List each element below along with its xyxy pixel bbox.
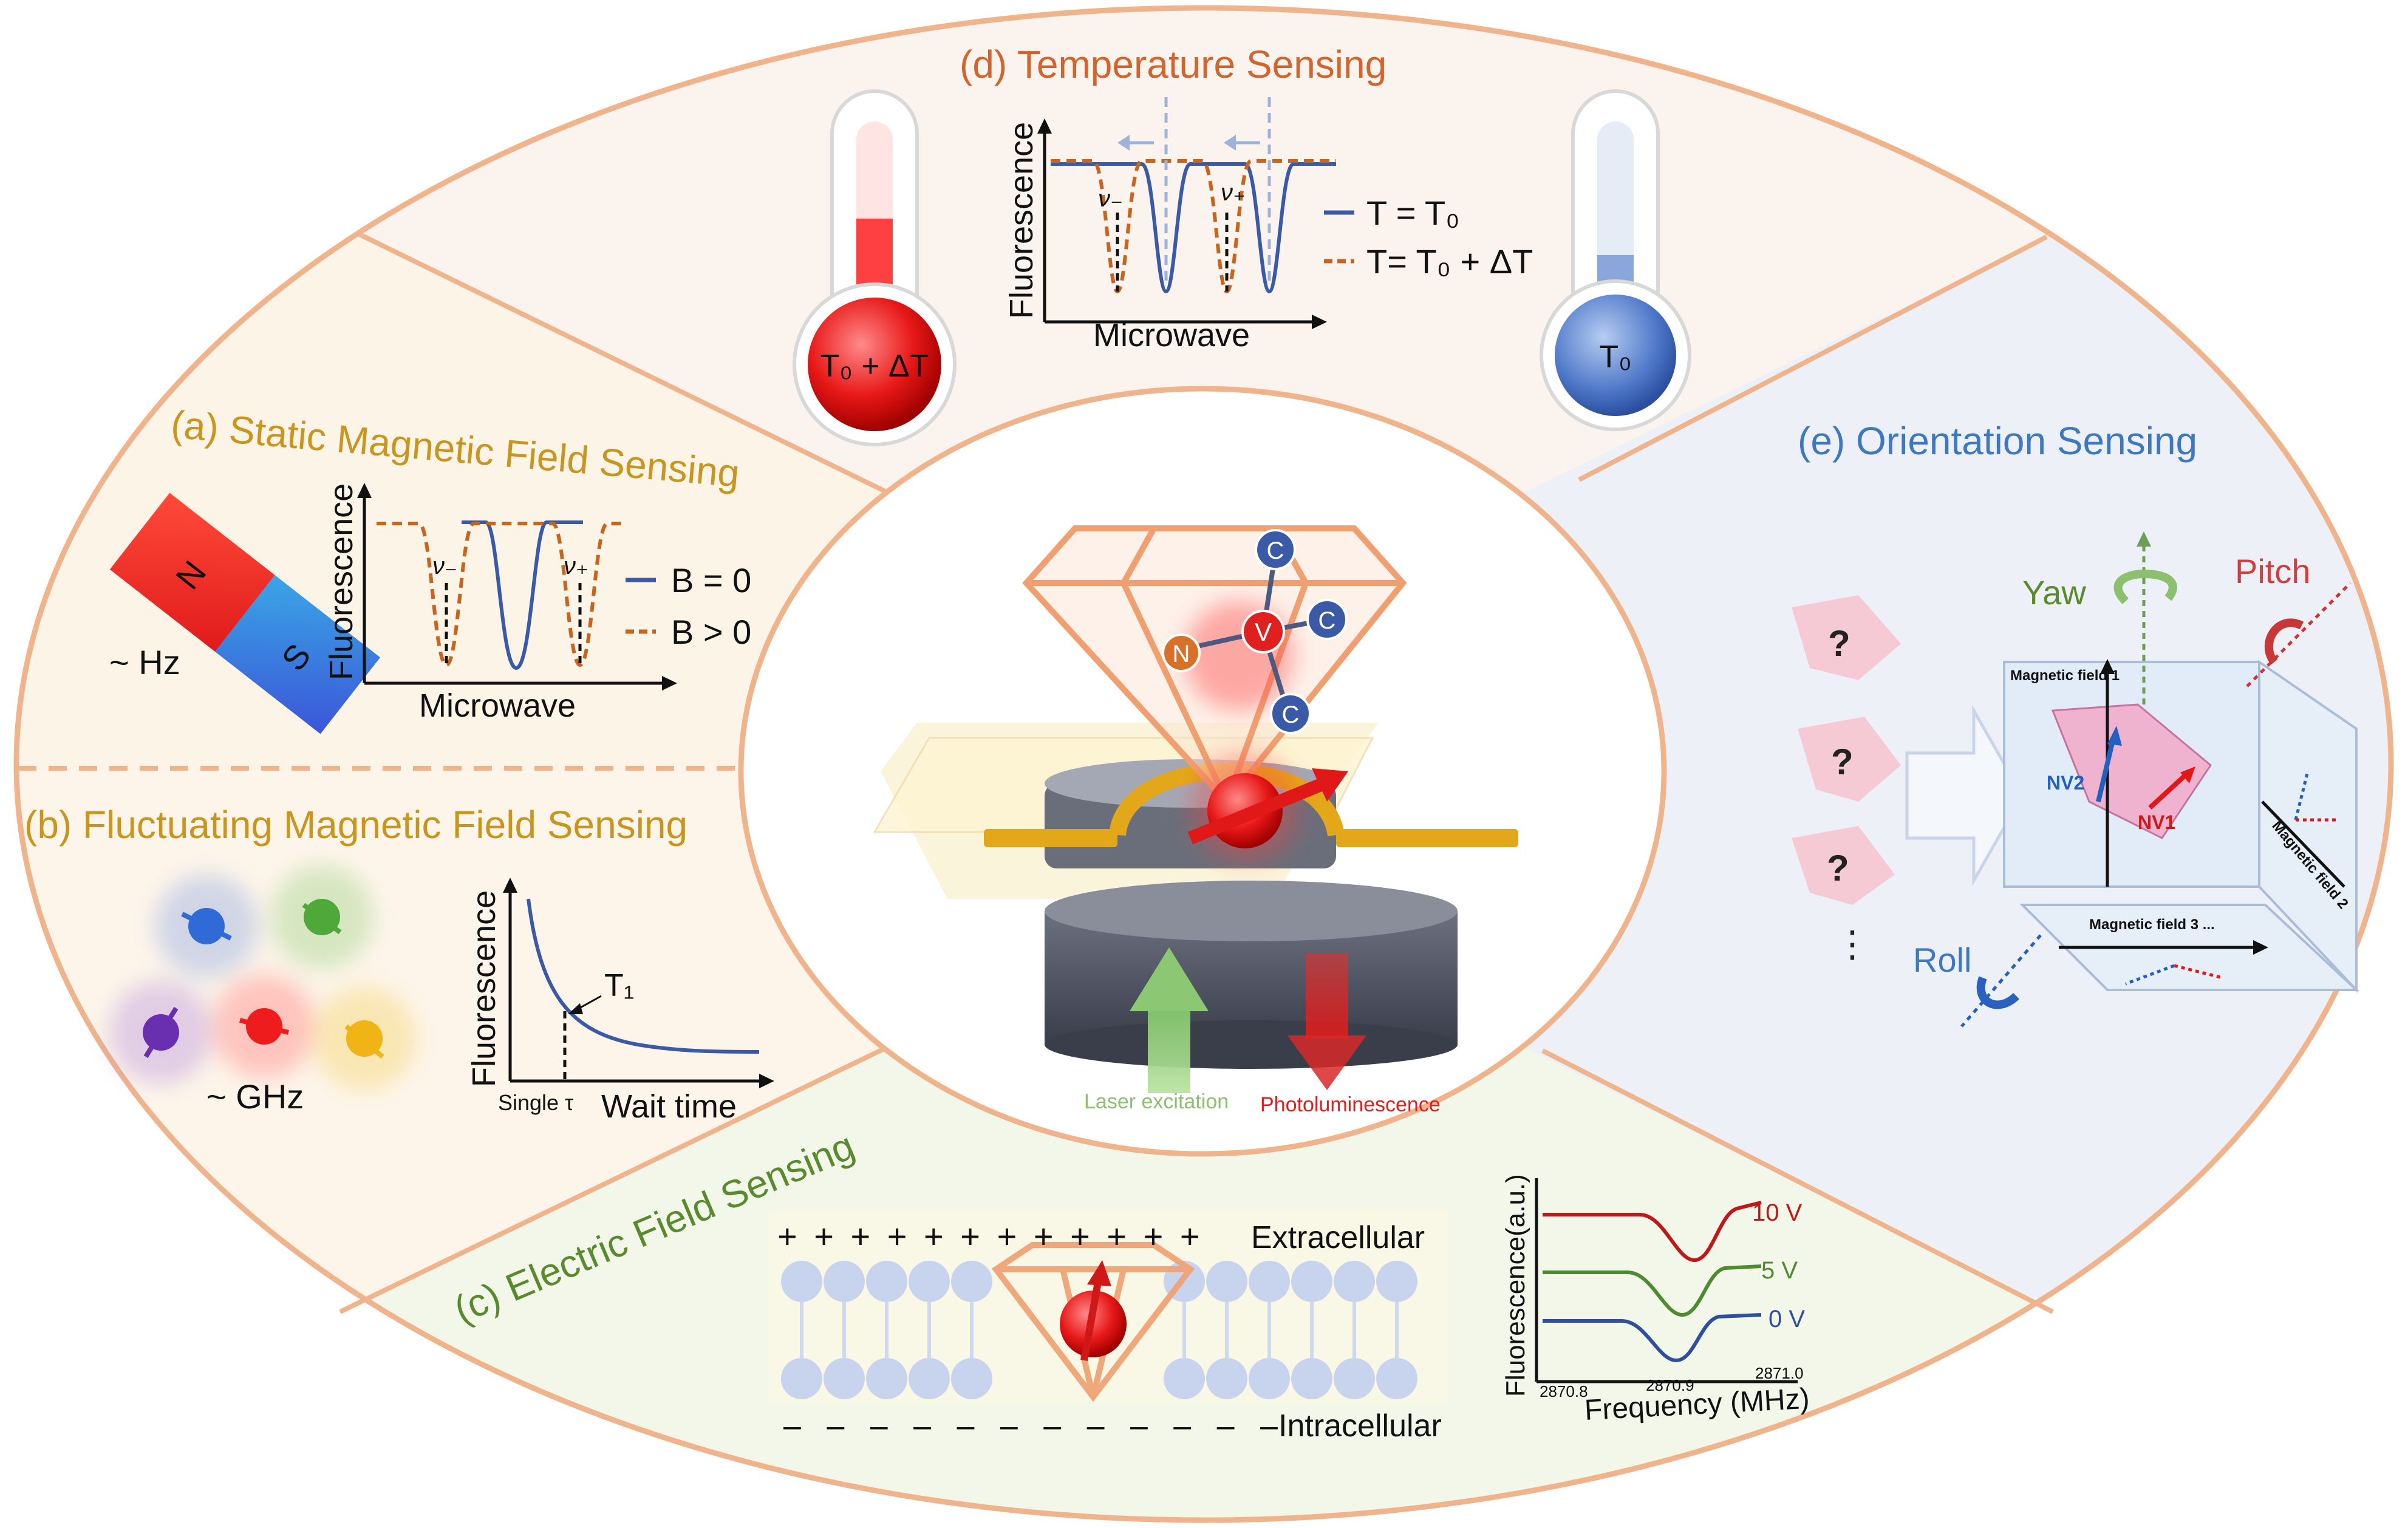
panel-b-freq: ~ GHz xyxy=(206,1077,304,1116)
atom-n-icon xyxy=(1162,633,1201,672)
chart-d-legend-solid: T = T₀ xyxy=(1366,194,1459,232)
panel-a-freq: ~ Hz xyxy=(109,643,180,681)
pitch-label: Pitch xyxy=(2235,552,2311,590)
chart-a-nu-minus: ν₋ xyxy=(432,553,457,579)
unknown-diamond-icon xyxy=(1792,826,1895,905)
panel-dividers xyxy=(18,231,2054,1314)
cold-thermometer-icon: T₀ xyxy=(1540,89,1691,431)
chart-b-t1: T₁ xyxy=(604,968,634,1003)
outer-ellipse xyxy=(13,5,2394,1523)
cell-membrane-illustration: + + + + + + + + + + + + Extracellular – … xyxy=(768,1209,1448,1444)
yaw-label: Yaw xyxy=(2022,573,2086,612)
hot-thermometer-icon: T₀ + ΔT xyxy=(793,89,957,446)
spin-cluster-icon xyxy=(109,865,416,1090)
chart-d-nu-plus: ν₊ xyxy=(1221,179,1246,206)
chart-a-legend-solid: B = 0 xyxy=(671,561,751,599)
chart-c-label-10v: 10 V xyxy=(1752,1199,1803,1226)
atom-n-label: N xyxy=(1173,641,1190,667)
chart-b-xtick: Single τ xyxy=(498,1090,573,1115)
laser-label: Laser excitation xyxy=(1084,1090,1229,1113)
chart-b-xlabel: Wait time xyxy=(601,1088,737,1125)
atom-c-icon xyxy=(1255,529,1296,570)
atom-c-label-2: C xyxy=(1318,607,1336,634)
atom-c-label-3: C xyxy=(1282,701,1300,728)
hot-label: T₀ + ΔT xyxy=(820,349,929,384)
chart-b-ylabel: Fluorescence xyxy=(466,890,502,1087)
chart-c-label-5v: 5 V xyxy=(1761,1257,1798,1284)
chart-c-xtick-2: 2870.9 xyxy=(1646,1376,1694,1394)
magnetic-field-cube: Magnetic field 1 Magnetic field 2 Magnet… xyxy=(2003,659,2360,994)
chart-b-decay-curve xyxy=(527,898,760,1054)
extracellular-label: Extracellular xyxy=(1251,1220,1425,1255)
roll-arrow-icon xyxy=(1976,976,2019,1009)
chart-c-curve-5v xyxy=(1543,1264,1762,1317)
panel-e: (e) Orientation Sensing ? ? ? ⋮ Mag xyxy=(1792,419,2360,1028)
intracellular-label: Intracellular xyxy=(1278,1408,1442,1444)
chart-c-xtick-3: 2871.0 xyxy=(1755,1364,1804,1382)
atom-c-icon xyxy=(1306,599,1348,640)
panel-b: (b) Fluctuating Magnetic Field Sensing ~… xyxy=(24,803,774,1125)
chart-a-ylabel: Fluorescence xyxy=(323,483,360,680)
chart-d-nu-minus: ν₋ xyxy=(1098,185,1123,212)
chart-a-legend-dashed: B > 0 xyxy=(671,613,751,651)
nv1-label: NV1 xyxy=(2138,811,2175,833)
pl-label: Photoluminescence xyxy=(1260,1093,1441,1116)
atom-c-icon xyxy=(1270,693,1311,734)
panel-e-title: (e) Orientation Sensing xyxy=(1798,419,2197,463)
field1-label: Magnetic field 1 xyxy=(2010,667,2120,684)
minus-signs: – – – – – – – – – – – – xyxy=(783,1408,1286,1444)
bar-magnet-icon: N S xyxy=(109,493,381,734)
chart-d-dashed-curve xyxy=(1051,159,1336,294)
unknown-diamond-icon xyxy=(1798,717,1901,802)
center-illustration: N V C C C Laser excitation Photoluminesc… xyxy=(873,525,1518,1116)
atom-v-icon xyxy=(1241,610,1285,653)
question-mark-1: ? xyxy=(1828,623,1850,664)
orientation-diamond-icon xyxy=(2051,703,2212,839)
question-mark-2: ? xyxy=(1831,742,1854,782)
cold-label: T₀ xyxy=(1599,339,1631,375)
field3-label: Magnetic field 3 ... xyxy=(2089,916,2215,933)
chart-c-xtick-1: 2870.8 xyxy=(1540,1382,1588,1400)
unknown-diamond-icon xyxy=(1792,595,1901,680)
nv2-label: NV2 xyxy=(2047,772,2084,794)
laser-arrow-icon xyxy=(1130,947,1209,1093)
yaw-arrow-icon xyxy=(2113,569,2177,604)
rotation-indicators: Yaw Pitch Roll xyxy=(1913,531,2352,1028)
relaxation-chart: Fluorescence T₁ Single τ Wait time xyxy=(466,878,774,1125)
temperature-spectrum-chart: Fluorescence Microwave ν₋ ν₊ T = T₀ T= T… xyxy=(1003,97,1533,353)
chart-c-label-0v: 0 V xyxy=(1768,1306,1805,1332)
ellipsis-icon: ⋮ xyxy=(1834,924,1871,964)
panel-d: (d) Temperature Sensing T₀ + ΔT T₀ Fluor… xyxy=(793,43,1691,446)
chart-d-legend-dashed: T= T₀ + ΔT xyxy=(1366,242,1533,281)
right-arrow-icon xyxy=(1905,704,2024,887)
static-field-chart: Fluorescence Microwave ν₋ ν₊ B = 0 B > 0 xyxy=(323,483,751,724)
panel-d-title: (d) Temperature Sensing xyxy=(960,43,1386,86)
plus-signs: + + + + + + + + + + + + xyxy=(777,1217,1204,1255)
chart-a-solid-curve xyxy=(462,520,583,670)
panel-b-title: (b) Fluctuating Magnetic Field Sensing xyxy=(24,803,687,847)
question-mark-3: ? xyxy=(1827,848,1849,888)
chart-d-ylabel: Fluorescence xyxy=(1003,122,1040,319)
atom-c-label-1: C xyxy=(1267,537,1284,564)
chart-c-curve-0v xyxy=(1543,1313,1762,1363)
chart-c-ylabel: Fluorescence(a.u.) xyxy=(1501,1174,1530,1397)
roll-label: Roll xyxy=(1913,941,1971,979)
atom-v-label: V xyxy=(1255,618,1272,646)
photoluminescence-arrow-icon xyxy=(1288,953,1366,1090)
chart-d-xlabel: Microwave xyxy=(1093,317,1250,353)
chart-c-curve-10v xyxy=(1543,1201,1762,1263)
chart-a-dashed-curve xyxy=(377,522,626,667)
chart-d-solid-curve xyxy=(1051,162,1336,294)
chart-a-nu-plus: ν₊ xyxy=(564,553,588,579)
pitch-arrow-icon xyxy=(2264,618,2304,665)
chart-a-xlabel: Microwave xyxy=(419,687,576,724)
unknown-diamonds: ? ? ? ⋮ xyxy=(1792,595,1901,964)
